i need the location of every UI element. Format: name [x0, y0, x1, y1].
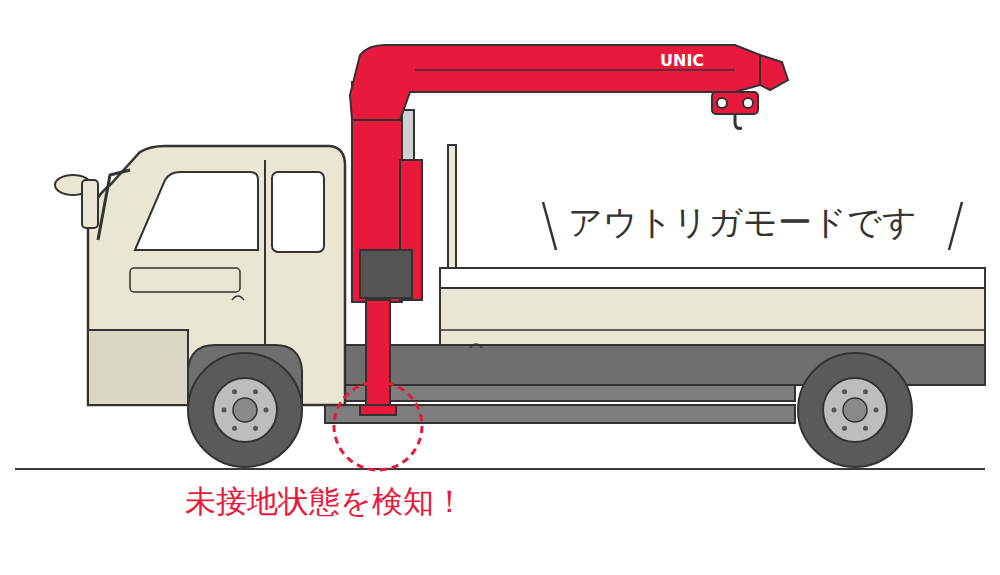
outrigger-beam	[325, 405, 795, 423]
speech-bracket	[543, 202, 556, 250]
outrigger-beam	[325, 385, 795, 401]
hook-block	[712, 92, 758, 114]
crane-boom	[350, 45, 760, 120]
windshield	[135, 172, 258, 250]
highlight-circle	[334, 382, 422, 470]
outrigger-leg	[366, 300, 390, 408]
front-bumper	[88, 330, 188, 405]
speech-bracket	[949, 202, 962, 250]
mode-message: アウトリガモードです	[568, 204, 917, 241]
outrigger-pad	[360, 405, 396, 415]
ground-line	[15, 468, 985, 470]
bed-side-panel	[440, 288, 985, 345]
detection-message: 未接地状態を検知！	[185, 484, 465, 518]
side-window	[272, 172, 324, 252]
bed-floor	[440, 268, 985, 288]
brand-name: UNIC	[660, 52, 704, 70]
rear-wheel	[798, 353, 912, 467]
front-wheel	[188, 353, 302, 467]
headboard-post	[448, 145, 456, 268]
